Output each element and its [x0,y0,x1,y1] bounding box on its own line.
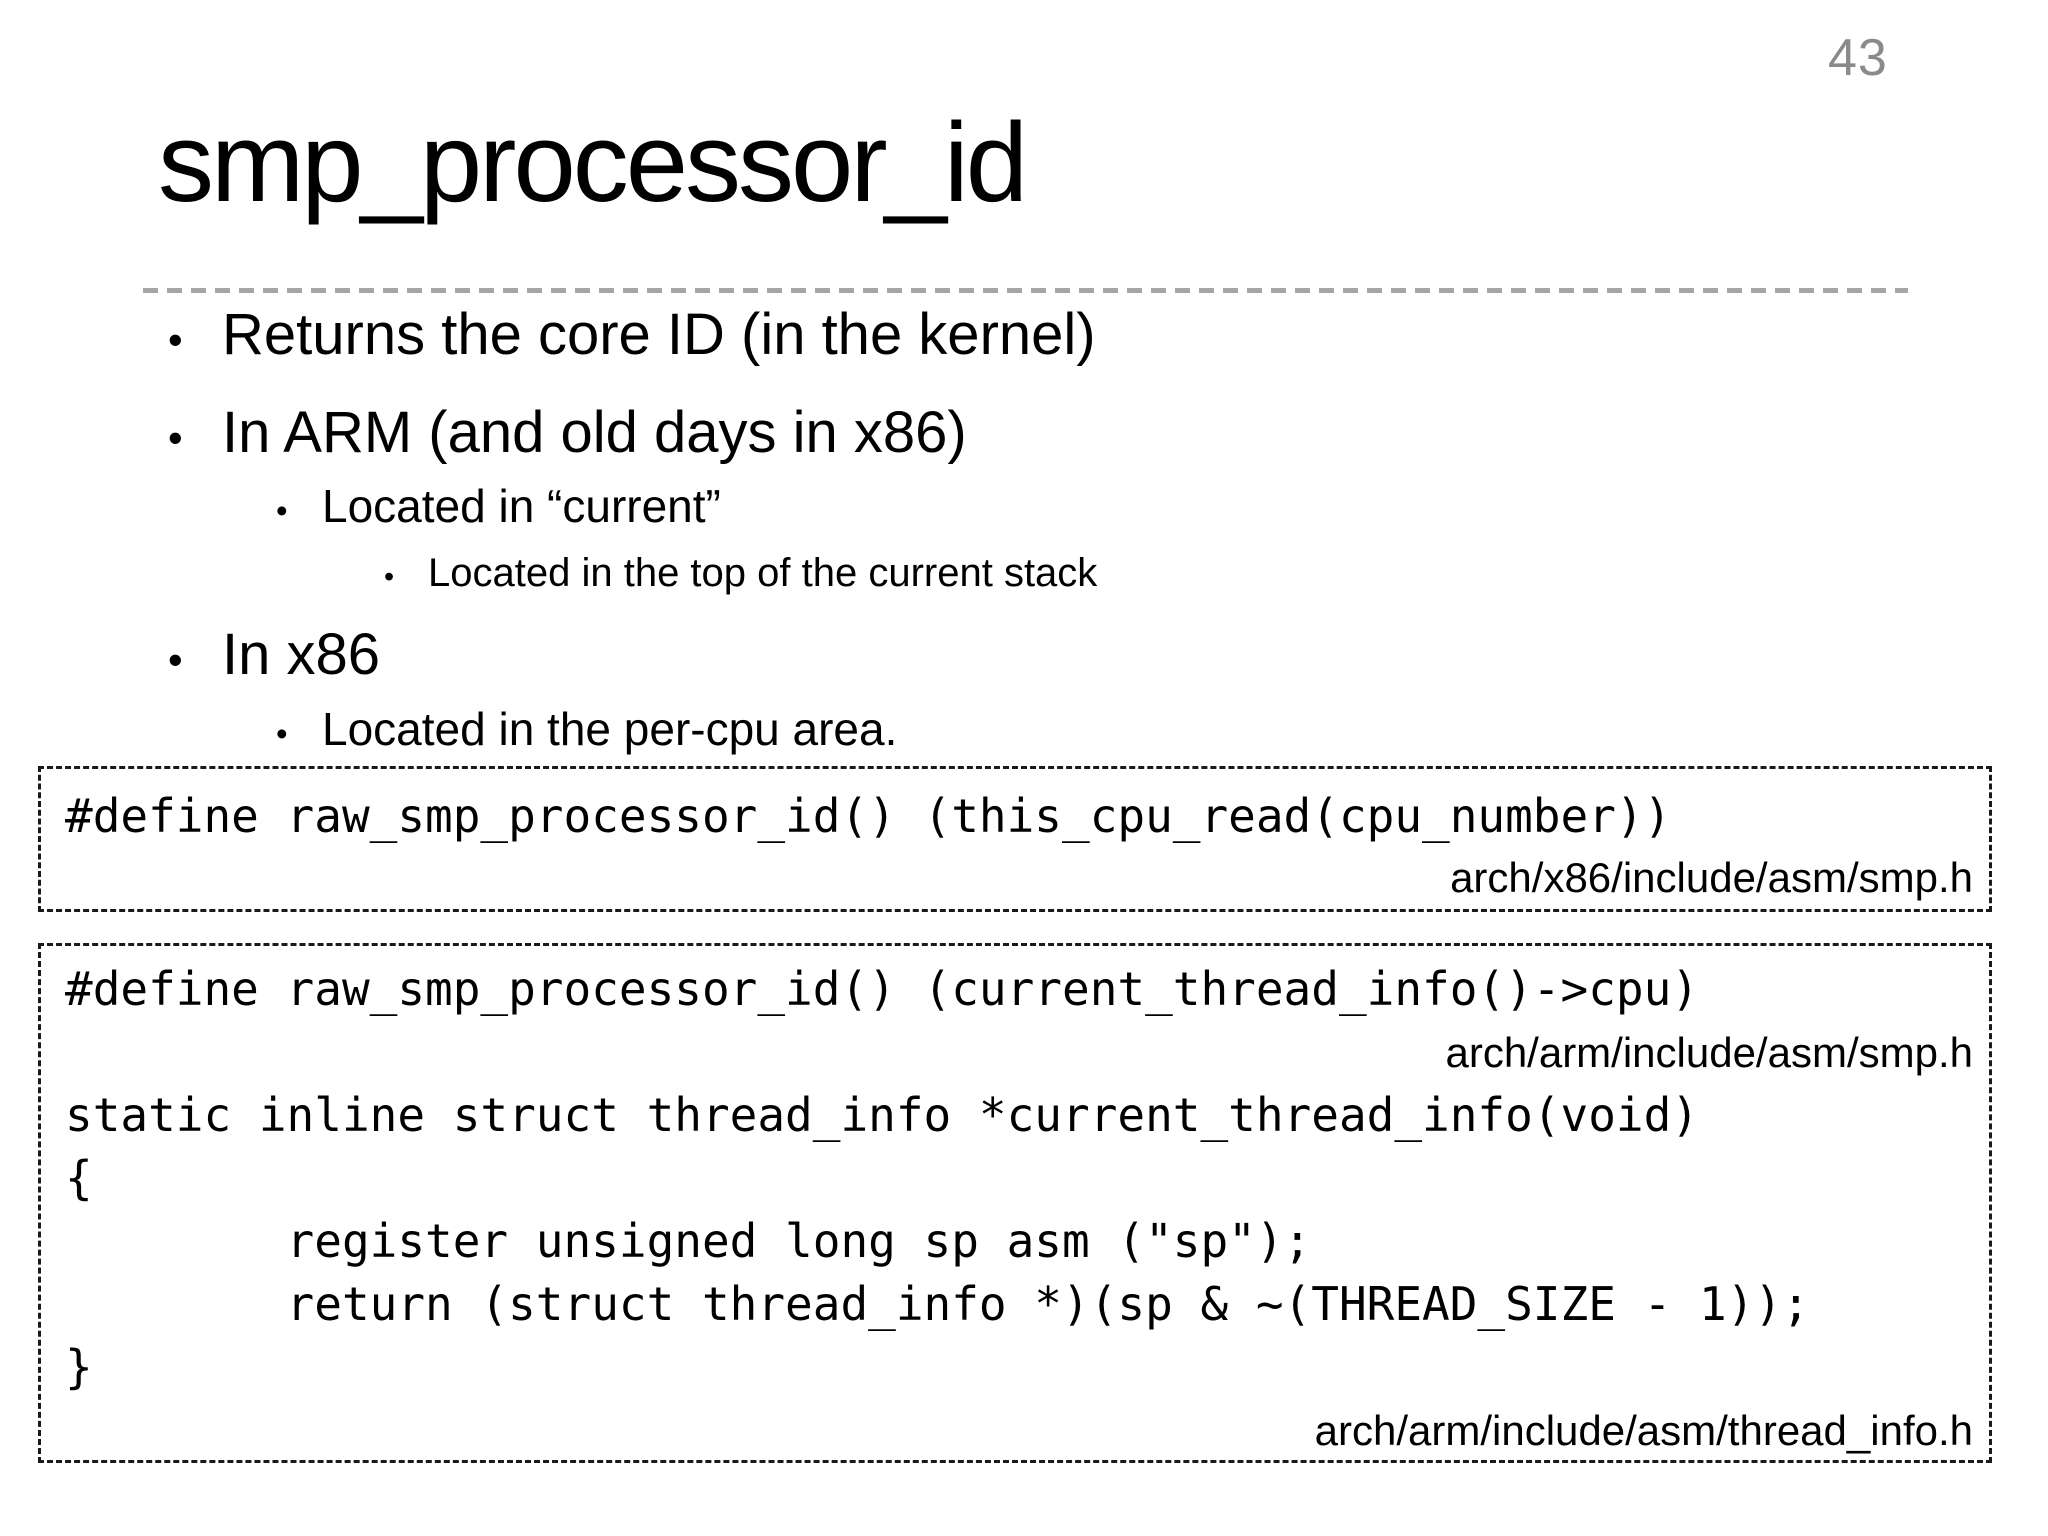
code-box-x86: #define raw_smp_processor_id() (this_cpu… [38,766,1992,912]
bullet-marker: • [168,316,183,363]
source-path-label: arch/arm/include/asm/smp.h [1445,1029,1973,1076]
source-path-label: arch/x86/include/asm/smp.h [1450,854,1973,901]
source-path-label: arch/arm/include/asm/thread_info.h [1314,1407,1973,1454]
bullet-marker: • [276,716,288,753]
bullet-marker: • [168,636,183,683]
code-line: static inline struct thread_info *curren… [65,1088,1699,1142]
title-separator [143,288,1908,293]
bullet-item: • Located in the top of the current stac… [384,548,1097,598]
code-line: #define raw_smp_processor_id() (current_… [65,962,1699,1016]
code-line: return (struct thread_info *)(sp & ~(THR… [65,1277,1810,1331]
bullet-item: • In x86 [168,619,380,692]
bullet-text: In x86 [222,622,380,687]
code-line: { [65,1151,93,1205]
bullet-item: • Returns the core ID (in the kernel) [168,299,1096,372]
bullet-text: Located in the per-cpu area. [322,703,898,755]
code-line: register unsigned long sp asm ("sp"); [65,1214,1312,1268]
code-line: } [65,1340,93,1394]
bullet-text: Located in “current” [322,480,721,532]
code-box-arm: #define raw_smp_processor_id() (current_… [38,943,1992,1463]
code-line: #define raw_smp_processor_id() (this_cpu… [65,789,1672,843]
bullet-text: In ARM (and old days in x86) [222,400,967,465]
bullet-text: Returns the core ID (in the kernel) [222,302,1096,367]
bullet-item: • Located in the per-cpu area. [276,701,897,759]
bullet-item: • Located in “current” [276,478,721,536]
bullet-marker: • [276,493,288,530]
bullet-item: • In ARM (and old days in x86) [168,397,967,470]
page-title: smp_processor_id [158,100,1028,225]
page-number: 43 [1828,29,1888,87]
bullet-marker: • [168,414,183,461]
bullet-text: Located in the top of the current stack [428,551,1098,595]
bullet-marker: • [384,561,395,593]
